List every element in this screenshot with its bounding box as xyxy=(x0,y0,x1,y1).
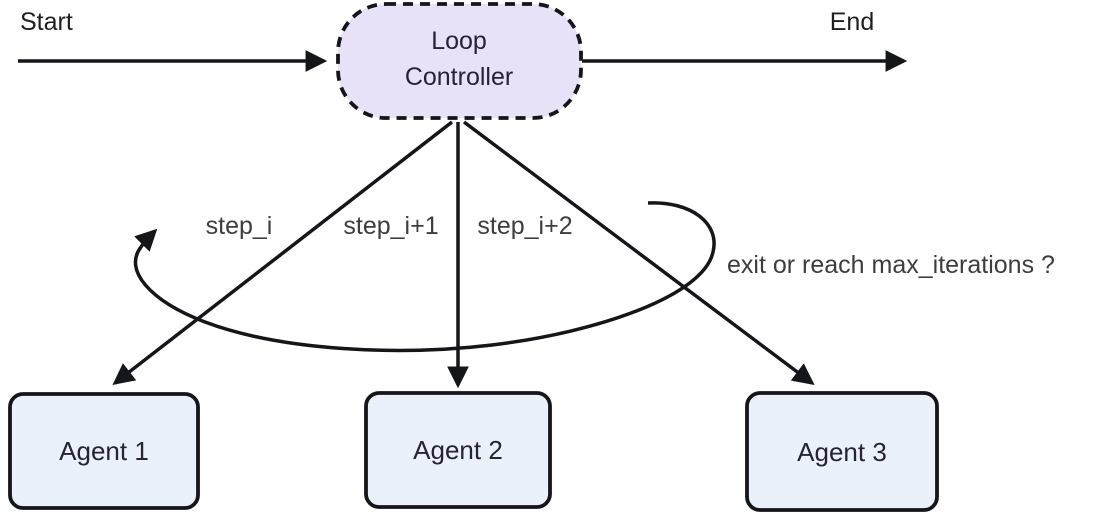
agent-3-box xyxy=(745,391,939,512)
agent-3-node: Agent 3 xyxy=(745,391,939,512)
agent-1-label: Agent 1 xyxy=(59,436,149,466)
loop-back-arc xyxy=(133,201,716,353)
step-arrow-agent1 xyxy=(112,120,454,385)
step-arrow-agent3 xyxy=(462,120,815,385)
agent-1-box xyxy=(8,392,200,510)
loop-condition-label: exit or reach max_iterations ? xyxy=(727,251,1055,279)
step-i2-label: step_i+2 xyxy=(477,212,572,240)
step-i1-label: step_i+1 xyxy=(343,212,438,240)
step-i-label: step_i xyxy=(206,212,273,240)
start-label: Start xyxy=(20,8,73,36)
agent-2-node: Agent 2 xyxy=(364,391,552,509)
agent-3-label: Agent 3 xyxy=(797,437,887,467)
agent-1-node: Agent 1 xyxy=(8,392,200,510)
end-label: End xyxy=(830,8,874,36)
loop-controller-node xyxy=(336,2,583,120)
loop-controller-label-line1: Loop xyxy=(431,27,487,55)
agent-2-box xyxy=(364,391,552,509)
loop-controller-label-line2: Controller xyxy=(405,63,513,91)
agent-2-label: Agent 2 xyxy=(413,435,503,465)
